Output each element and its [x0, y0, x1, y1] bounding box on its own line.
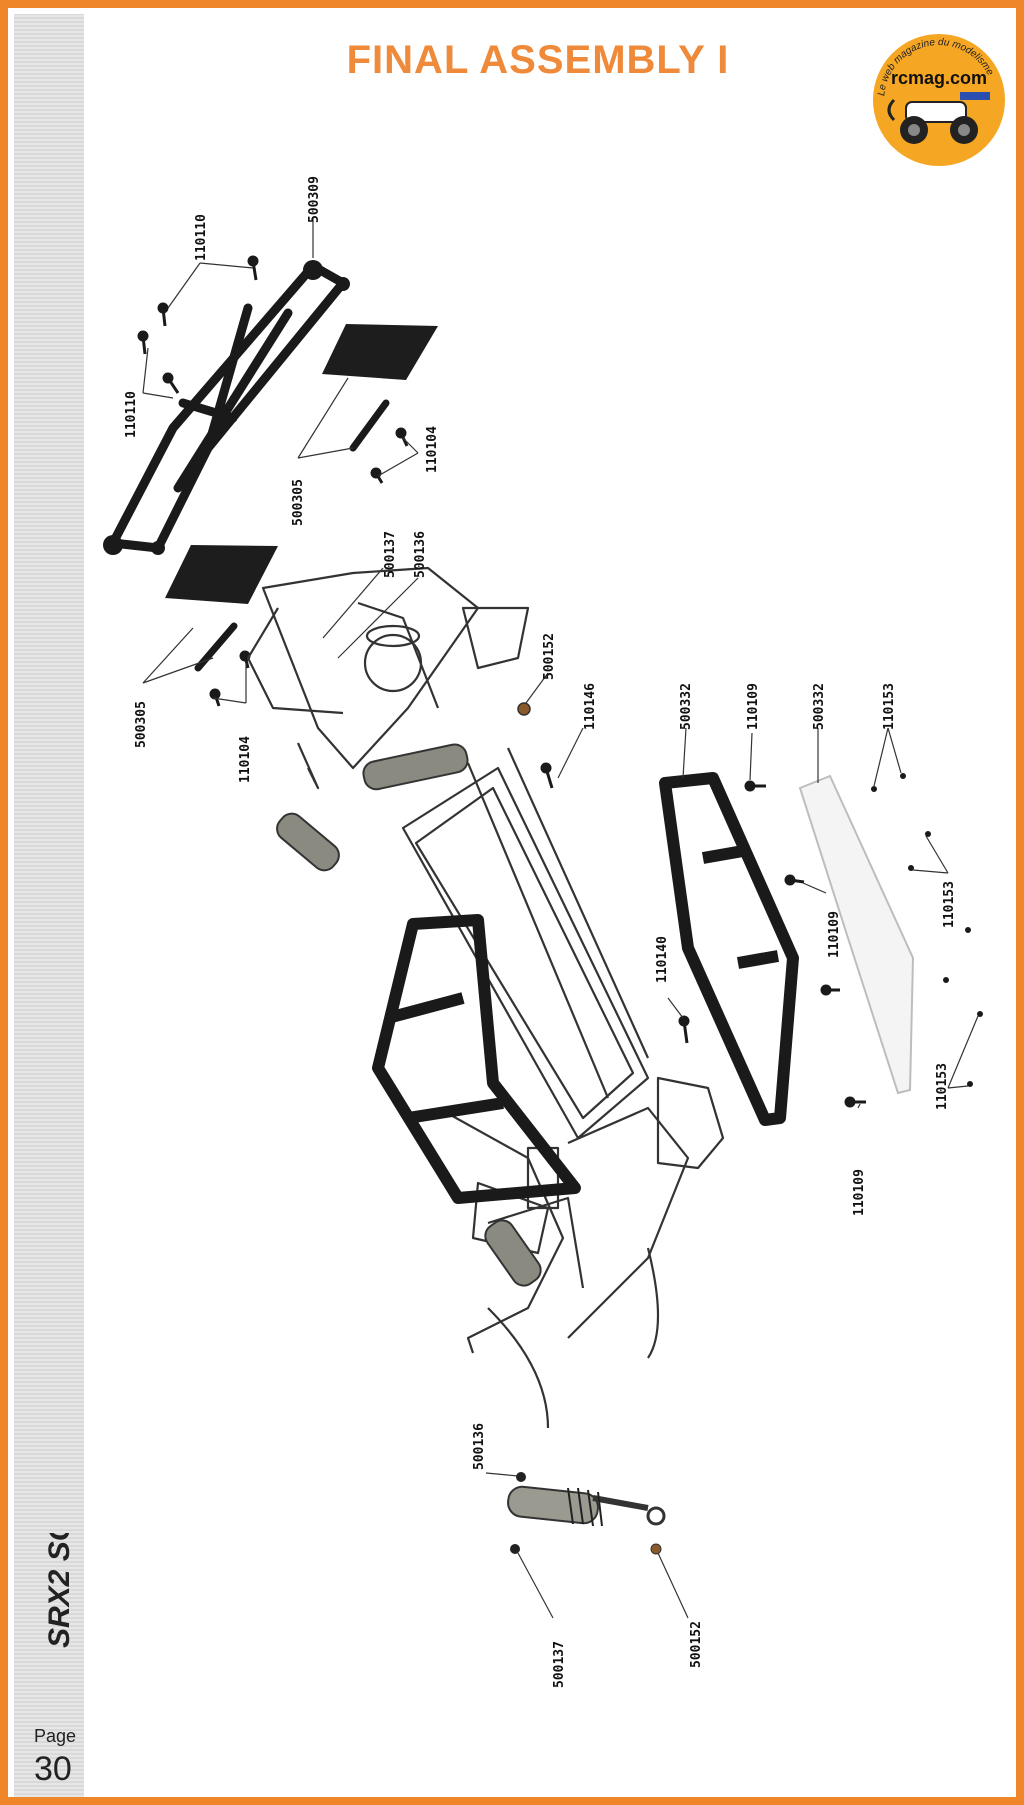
callout-110110-top: 110110 [194, 214, 209, 261]
callout-110146: 110146 [583, 683, 598, 730]
nut-500152-lower [650, 1543, 662, 1555]
loose-shock-assembly [507, 1485, 666, 1527]
flap-links [194, 399, 390, 672]
nut-500152-upper [517, 702, 531, 716]
callout-110104-lower: 110104 [238, 736, 253, 783]
frame-mount-ends [103, 260, 350, 555]
callout-500332-right: 500332 [812, 683, 827, 730]
rear-shocks [276, 743, 542, 1287]
side-guard-right [659, 772, 799, 1126]
callout-110109-mid: 110109 [827, 911, 842, 958]
callout-500332-left: 500332 [679, 683, 694, 730]
callout-110140: 110140 [655, 936, 670, 983]
callout-110153-bottom: 110153 [935, 1063, 950, 1110]
callout-500305-lower: 500305 [134, 701, 149, 748]
exploded-assembly-diagram: 110110 500309 110110 500305 110104 50013… [103, 176, 983, 1688]
body-screws [871, 773, 983, 1087]
screw-icons [137, 255, 866, 1108]
svg-text:SRX2 SC: SRX2 SC [43, 1533, 76, 1648]
callout-110109-bottom: 110109 [852, 1169, 867, 1216]
rcmag-logo: Le web magazine du modelisme rcmag.com [873, 34, 1005, 166]
page-label: Page [34, 1726, 77, 1746]
srx2-sc-brand-logo: SRX2 SC [43, 1533, 76, 1648]
side-strip [14, 14, 84, 1797]
callout-110109-top: 110109 [746, 683, 761, 730]
callout-500136-lower: 500136 [472, 1423, 487, 1470]
page-number: 30 [34, 1750, 72, 1788]
callout-110104-upper: 110104 [425, 426, 440, 473]
callout-500152-upper: 500152 [542, 633, 557, 680]
clear-side-panel [798, 774, 915, 1095]
callout-500309: 500309 [307, 176, 322, 223]
bushing-500136 [516, 1472, 526, 1482]
callout-500152-lower: 500152 [689, 1621, 704, 1668]
callout-110153-mid: 110153 [942, 881, 957, 928]
bushing-500137 [510, 1544, 520, 1554]
callout-500137-lower: 500137 [552, 1641, 567, 1688]
leader-lines [142, 218, 979, 1619]
callout-110153-top: 110153 [882, 683, 897, 730]
rear-bumper-frame [108, 261, 348, 553]
callout-500136-upper: 500136 [413, 531, 428, 578]
chassis-line-art [246, 566, 725, 1429]
page-title: FINAL ASSEMBLY I [346, 38, 730, 82]
mud-flap-lower [165, 545, 278, 604]
mud-flap-upper [322, 324, 438, 380]
callout-500137-upper: 500137 [383, 531, 398, 578]
buggy-icon [887, 92, 990, 144]
side-guard-left [372, 914, 581, 1204]
callout-110110-left: 110110 [124, 391, 139, 438]
logo-site-name: rcmag.com [891, 68, 987, 88]
callout-500305-upper: 500305 [291, 479, 306, 526]
